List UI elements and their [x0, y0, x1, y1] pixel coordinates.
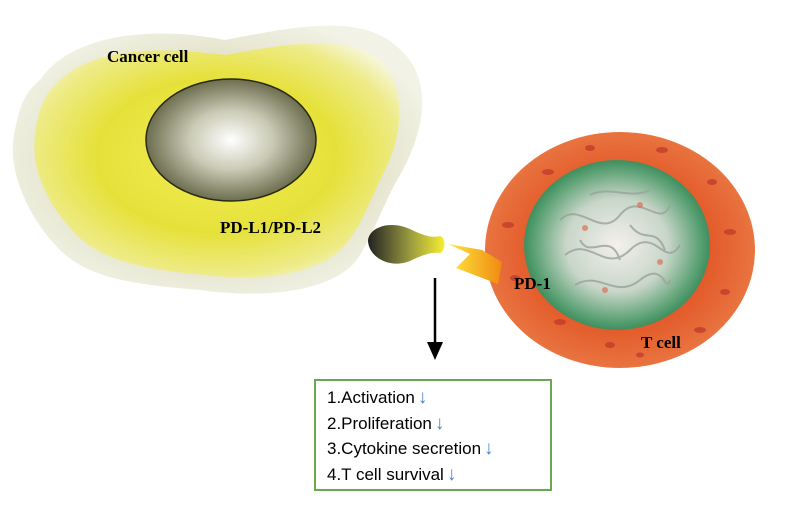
t-cell-nucleus: [524, 160, 710, 330]
effect-item-activation: 1.Activation↓: [327, 387, 428, 408]
cancer-cell-label: Cancer cell: [107, 47, 189, 66]
pd-1-receptor-shape: [448, 244, 502, 284]
signal-arrow-head: [427, 342, 443, 360]
down-arrow-icon: ↓: [446, 463, 457, 485]
pd-l1-ligand-shape: [368, 225, 445, 264]
cancer-cell-nucleus: [145, 78, 317, 202]
effect-item-cytokine-secretion: 3.Cytokine secretion↓: [327, 438, 494, 459]
t-cell-granules: [502, 145, 736, 358]
effects-box: 1.Activation↓ 2.Proliferation↓ 3.Cytokin…: [314, 379, 552, 491]
t-cell-chromatin: [559, 189, 681, 289]
down-arrow-icon: ↓: [417, 387, 428, 408]
effect-item-t-cell-survival: 4.T cell survival↓: [327, 463, 457, 485]
t-cell-nucleus-spots: [582, 202, 663, 293]
t-cell-label: T cell: [641, 333, 681, 352]
down-arrow-icon: ↓: [484, 438, 494, 459]
effect-item-proliferation: 2.Proliferation↓: [327, 412, 445, 434]
receptor-label: PD-1: [514, 274, 551, 293]
down-arrow-icon: ↓: [434, 412, 445, 434]
ligand-label: PD-L1/PD-L2: [220, 218, 321, 237]
